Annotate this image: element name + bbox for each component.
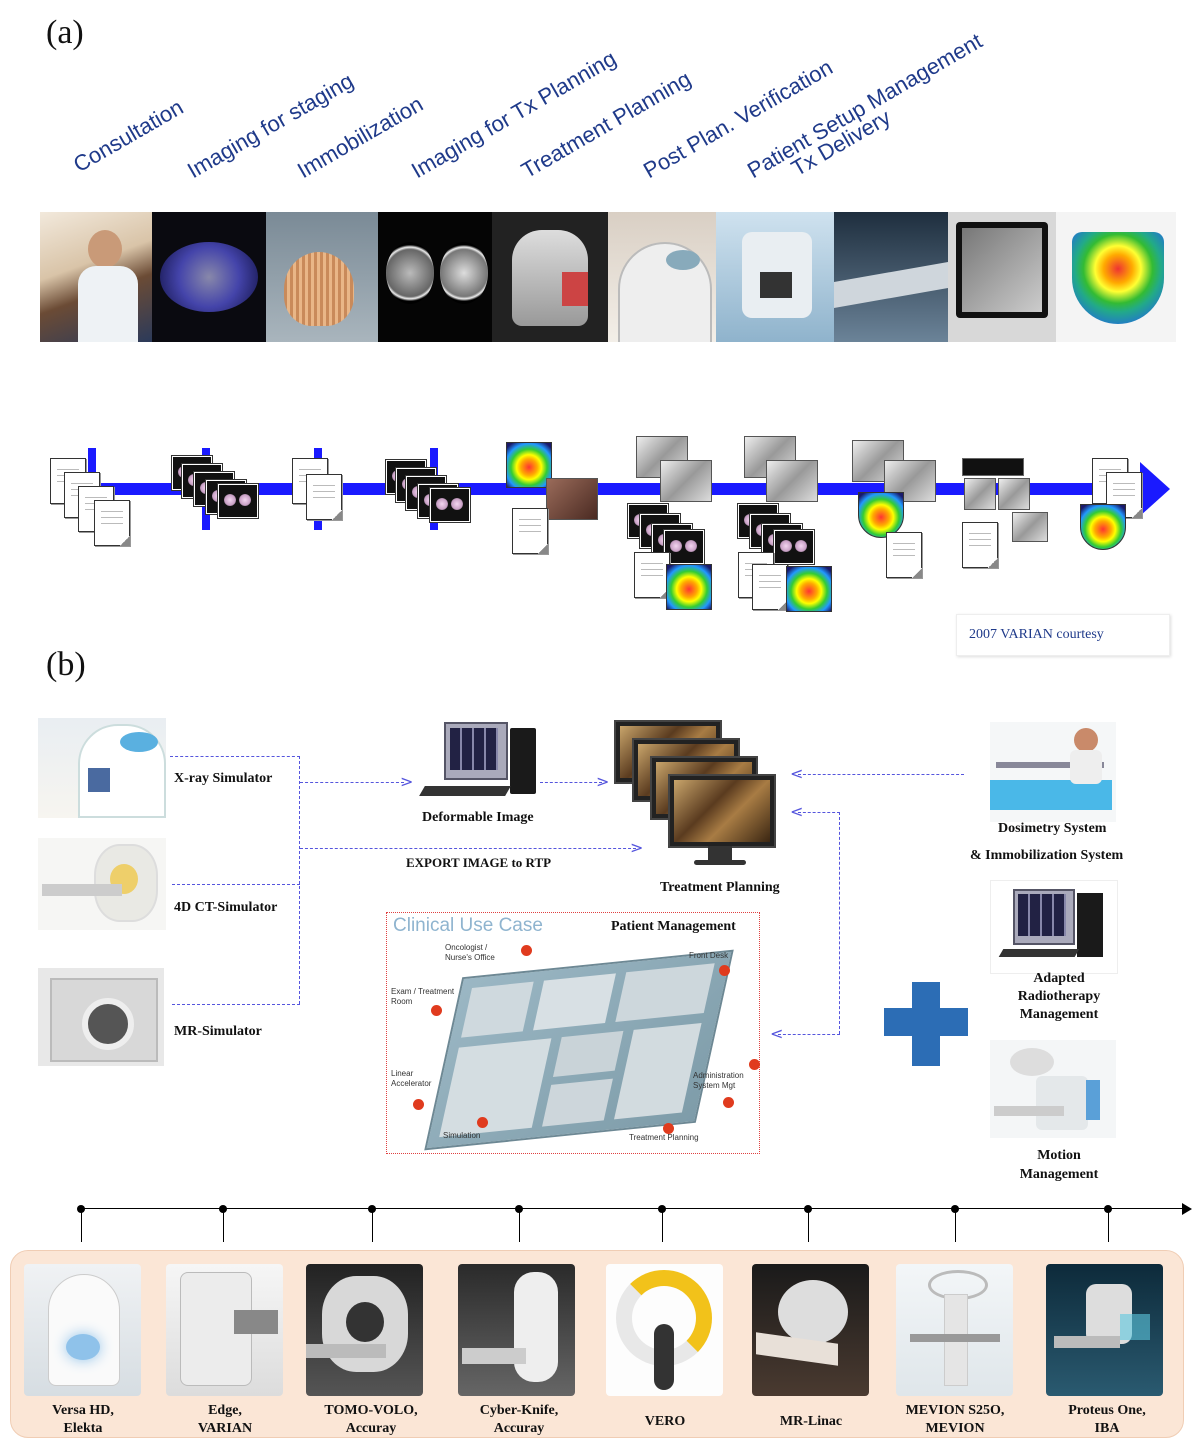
mr-simulator-label: MR-Simulator bbox=[174, 1024, 262, 1039]
xray-simulator-image bbox=[38, 718, 166, 818]
device-label-mr-linac: MR-Linac bbox=[779, 1414, 843, 1429]
device-proteus bbox=[1046, 1264, 1163, 1396]
adapted-rt-text: Adapted Radiotherapy Management bbox=[1017, 971, 1101, 1022]
device-label-mevion: MEVION S25O,MEVION bbox=[905, 1403, 1005, 1436]
mr-simulator-image bbox=[38, 968, 164, 1066]
device-label-edge: Edge,VARIAN bbox=[197, 1403, 253, 1436]
step-imaging-tx: Imaging for Tx Planning bbox=[407, 45, 621, 184]
export-label: EXPORT IMAGE to RTP bbox=[406, 855, 552, 870]
photo-treatment-planning bbox=[492, 212, 608, 342]
photo-setup bbox=[716, 212, 834, 342]
label-admin: Administration System Mgt bbox=[693, 1071, 744, 1090]
device-label-vero: VERO bbox=[644, 1414, 686, 1429]
label-front-desk: Front Desk bbox=[689, 951, 729, 960]
device-mevion bbox=[896, 1264, 1013, 1396]
photo-linac bbox=[608, 212, 716, 342]
ct-simulator-label: 4D CT-Simulator bbox=[174, 900, 278, 915]
device-label-cyberknife: Cyber-Knife,Accuray bbox=[479, 1403, 559, 1436]
immobilization-label: & Immobilization System bbox=[970, 848, 1124, 863]
label-oncologist: Oncologist / Nurse's Office bbox=[445, 943, 495, 962]
device-versa-hd bbox=[24, 1264, 141, 1396]
treatment-planning-label: Treatment Planning bbox=[660, 880, 780, 895]
label-simulation: Simulation bbox=[443, 1131, 481, 1140]
clinical-subtitle: Patient Management bbox=[611, 919, 736, 934]
device-vero bbox=[606, 1264, 723, 1396]
motion-label: Motion Management bbox=[984, 1146, 1134, 1184]
photo-consultation bbox=[40, 212, 152, 342]
photo-dose bbox=[1056, 212, 1176, 342]
device-label-proteus: Proteus One,IBA bbox=[1068, 1403, 1146, 1436]
device-edge bbox=[166, 1264, 283, 1396]
dosimetry-image bbox=[990, 722, 1116, 822]
deformable-label: Deformable Image bbox=[422, 810, 534, 825]
adapted-rt-image bbox=[990, 880, 1118, 974]
motion-image bbox=[990, 1040, 1116, 1138]
device-label-tomo: TOMO-VOLO,Accuray bbox=[324, 1403, 418, 1436]
label-exam: Exam / Treatment Room bbox=[391, 987, 455, 1006]
clinical-title: Clinical Use Case bbox=[393, 915, 543, 936]
device-tomo bbox=[306, 1264, 423, 1396]
photo-imaging-tx bbox=[378, 212, 492, 342]
device-mr-linac bbox=[752, 1264, 869, 1396]
adapted-rt-label: Adapted Radiotherapy Management bbox=[984, 970, 1134, 1024]
photo-monitor bbox=[948, 212, 1056, 342]
device-cyberknife bbox=[458, 1264, 575, 1396]
photo-immobilization bbox=[266, 212, 378, 342]
floor-plan bbox=[424, 949, 734, 1151]
courtesy-box: 2007 VARIAN courtesy bbox=[956, 614, 1170, 656]
step-consultation: Consultation bbox=[69, 94, 188, 178]
courtesy-text: 2007 VARIAN courtesy bbox=[969, 627, 1104, 642]
dosimetry-label: Dosimetry System bbox=[998, 821, 1107, 836]
panel-a-label: (a) bbox=[46, 14, 84, 51]
clinical-use-case-box: Clinical Use Case Patient Management Onc… bbox=[386, 912, 760, 1154]
label-tx-planning: Treatment Planning bbox=[629, 1133, 699, 1142]
motion-text: Motion Management bbox=[1019, 1148, 1099, 1182]
photo-ct-staging bbox=[152, 212, 266, 342]
panel-b-label: (b) bbox=[46, 646, 86, 683]
xray-simulator-label: X-ray Simulator bbox=[174, 771, 273, 786]
photo-delivery bbox=[834, 212, 948, 342]
ct-simulator-image bbox=[38, 838, 166, 930]
label-linac: Linear Accelerator bbox=[391, 1069, 432, 1088]
watermark bbox=[50, 280, 1170, 380]
device-label-versa: Versa HD,Elekta bbox=[52, 1403, 114, 1436]
